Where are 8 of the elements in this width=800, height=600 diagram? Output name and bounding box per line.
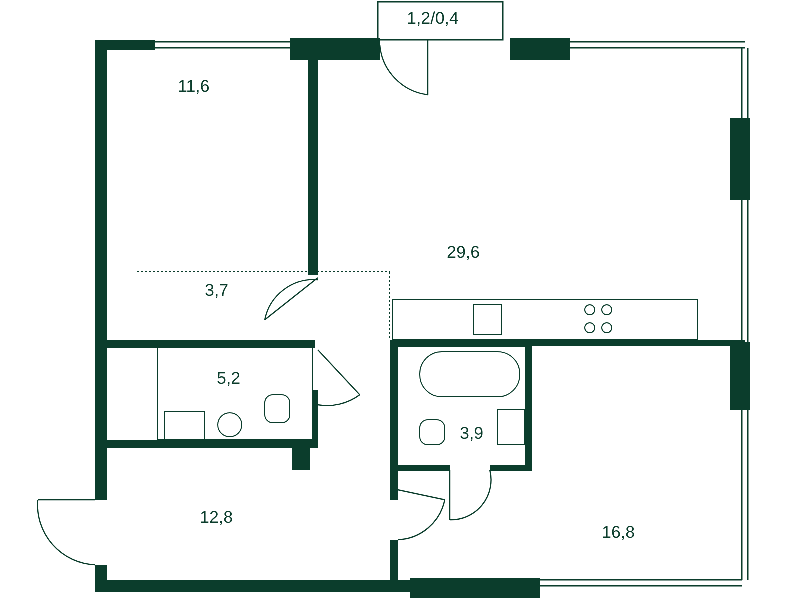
room-area-label: 3,7 [205,281,229,301]
room-area-label: 12,8 [200,508,234,528]
room-area-label: 16,8 [602,523,636,543]
room-area-label: 3,9 [460,424,484,444]
room-area-label: 29,6 [447,243,480,263]
room-area-label: 11,6 [178,77,210,97]
balcony-area-label: 1,2/0,4 [407,9,459,29]
room-area-label: 5,2 [217,369,241,389]
